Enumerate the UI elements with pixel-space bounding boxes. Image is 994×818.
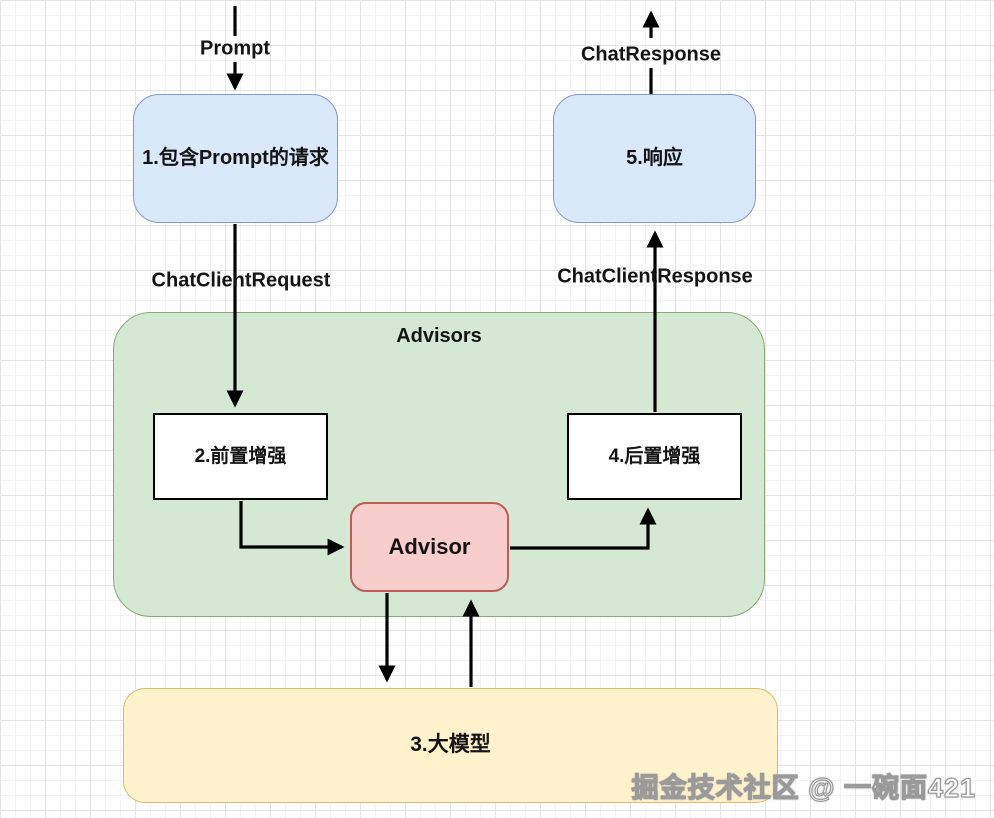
response-box-label: 5.响应 (626, 147, 683, 169)
llm-box: 3.大模型 (123, 688, 778, 803)
advisor-box-label: Advisor (388, 534, 471, 560)
response-box: 5.响应 (553, 94, 756, 223)
request-box: 1.包含Prompt的请求 (133, 94, 338, 223)
pre-enhance-label: 2.前置增强 (194, 445, 287, 467)
chat-client-request-label: ChatClientRequest (151, 269, 331, 292)
post-enhance-box: 4.后置增强 (567, 413, 742, 500)
post-enhance-label: 4.后置增强 (608, 445, 701, 467)
chat-client-response-label: ChatClientResponse (557, 265, 753, 288)
advisor-box: Advisor (350, 502, 509, 592)
watermark-text: 掘金技术社区 @ 一碗面421 (631, 772, 976, 803)
prompt-label: Prompt (200, 37, 270, 60)
request-box-label: 1.包含Prompt的请求 (142, 147, 329, 169)
chat-response-label: ChatResponse (580, 43, 722, 66)
pre-enhance-box: 2.前置增强 (153, 413, 328, 500)
llm-box-label: 3.大模型 (410, 733, 491, 757)
advisors-container-label: Advisors (396, 325, 482, 347)
